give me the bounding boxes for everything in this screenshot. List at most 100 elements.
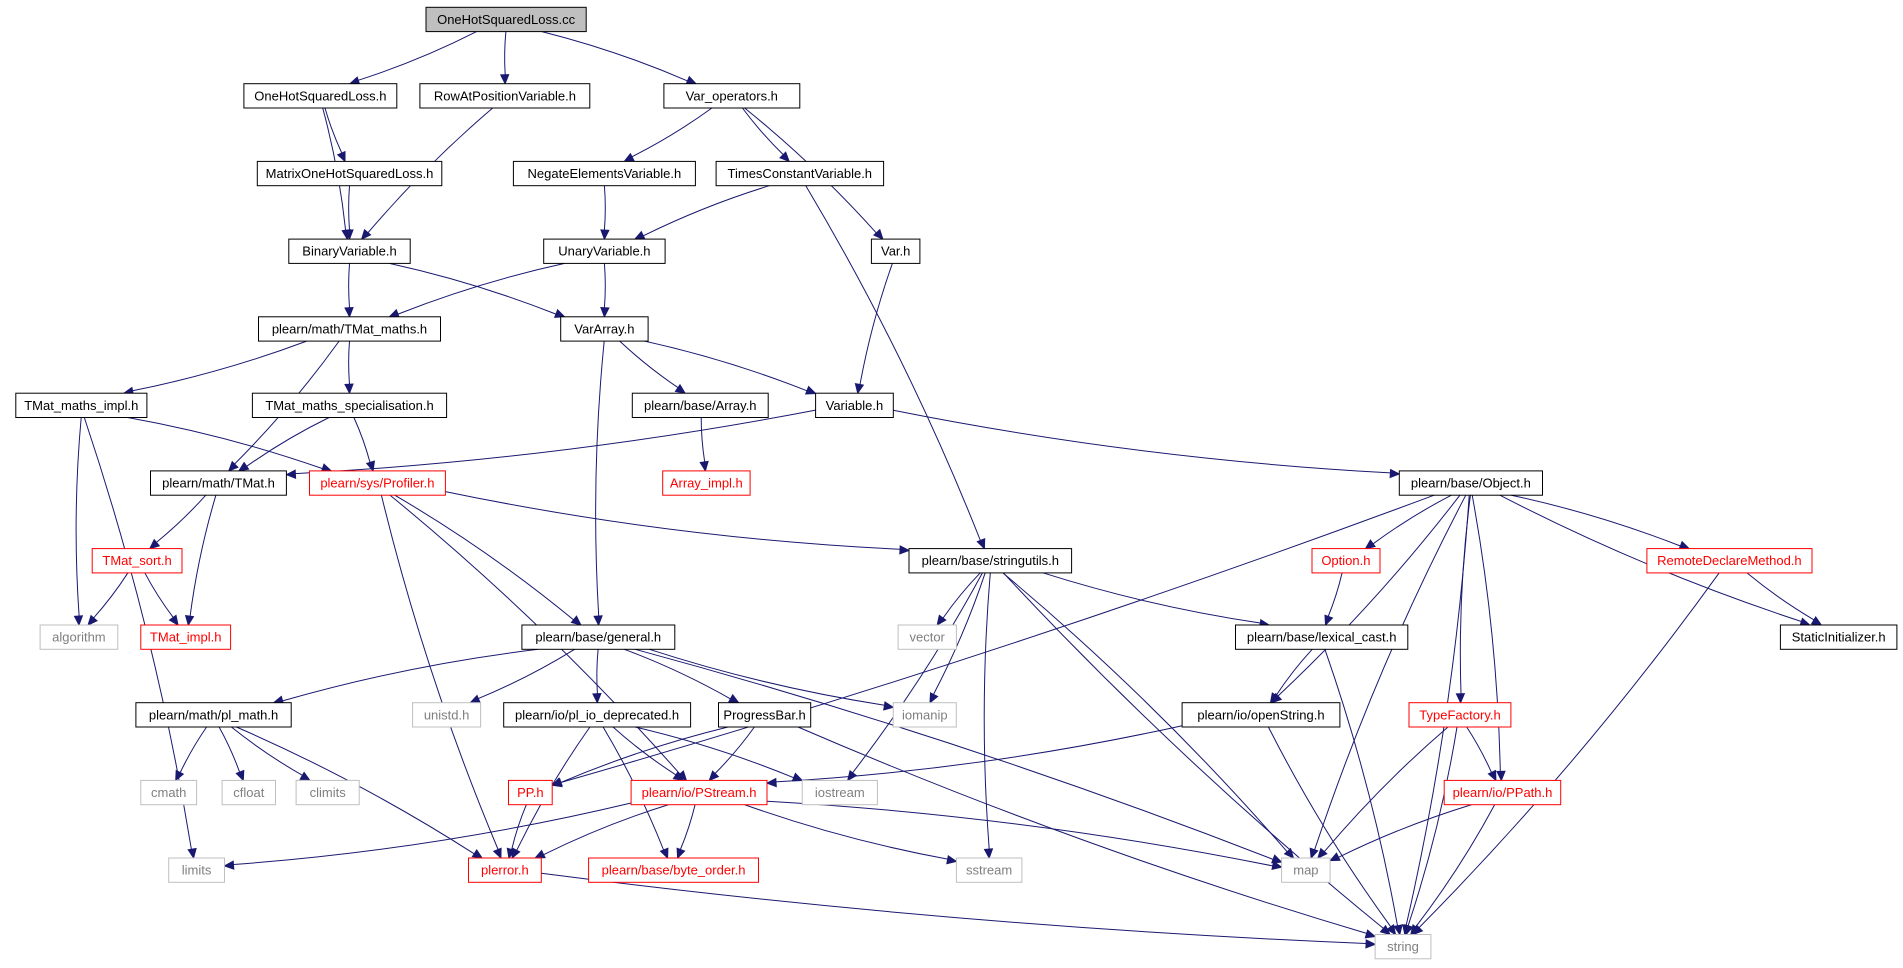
node-box[interactable] (288, 238, 411, 264)
node-general[interactable]: plearn/base/general.h (521, 624, 676, 650)
node-box[interactable] (1779, 624, 1898, 650)
node-box[interactable] (251, 392, 448, 419)
node-box[interactable] (630, 779, 768, 806)
node-box[interactable] (1408, 702, 1512, 728)
node-arrayimpl[interactable]: Array_impl.h (662, 470, 751, 496)
arrowhead-lexicalcast-to-string (1393, 924, 1403, 936)
node-label: plearn/io/pl_io_deprecated.h (515, 707, 679, 722)
node-plmath[interactable]: plearn/math/pl_math.h (135, 702, 292, 728)
node-label: NegateElementsVariable.h (528, 166, 682, 181)
node-timesconst[interactable]: TimesConstantVariable.h (715, 160, 885, 187)
node-box[interactable] (15, 392, 148, 419)
node-negate[interactable]: NegateElementsVariable.h (512, 160, 696, 187)
node-label: UnaryVariable.h (558, 244, 650, 259)
node-profiler[interactable]: plearn/sys/Profiler.h (309, 470, 446, 496)
node-typefactory[interactable]: TypeFactory.h (1408, 702, 1512, 728)
node-byteorder[interactable]: plearn/base/byte_order.h (588, 857, 759, 883)
node-lexicalcast[interactable]: plearn/base/lexical_cast.h (1235, 624, 1409, 650)
node-box[interactable] (908, 548, 1073, 574)
node-label: algorithm (52, 630, 105, 645)
node-box[interactable] (815, 392, 894, 419)
node-box[interactable] (1398, 470, 1544, 496)
node-box[interactable] (135, 702, 292, 728)
node-box[interactable] (560, 316, 649, 342)
node-basearray[interactable]: plearn/base/Array.h (631, 392, 769, 419)
node-box[interactable] (256, 160, 443, 187)
node-box[interactable] (1235, 624, 1409, 650)
node-box[interactable] (870, 238, 921, 264)
edge-ppath-to-map (1338, 804, 1472, 858)
node-tmatimpl[interactable]: TMat_impl.h (140, 624, 232, 650)
node-box[interactable] (1311, 548, 1381, 574)
node-box[interactable] (468, 857, 542, 883)
node-var_h[interactable]: Var.h (870, 238, 921, 264)
edge-plmath-to-cmath (179, 726, 208, 773)
node-box[interactable] (258, 316, 441, 342)
node-box[interactable] (588, 857, 759, 883)
arrowhead-object-to-typefactory (1455, 693, 1466, 704)
edge-general-to-map (635, 648, 1274, 860)
arrowhead-tmatmaths-to-tmat (227, 460, 239, 472)
node-tmatmaths[interactable]: plearn/math/TMat_maths.h (258, 316, 441, 342)
node-object[interactable]: plearn/base/Object.h (1398, 470, 1544, 496)
node-box[interactable] (1646, 548, 1813, 574)
node-box[interactable] (512, 160, 696, 187)
node-box[interactable] (1443, 779, 1562, 806)
edge-object-to-map (1314, 494, 1467, 850)
node-box[interactable] (521, 624, 676, 650)
edge-lexicalcast-to-openstring (1275, 648, 1313, 696)
node-label: StaticInitializer.h (1792, 630, 1886, 645)
node-box (221, 779, 277, 806)
node-openstring[interactable]: plearn/io/openString.h (1181, 702, 1341, 728)
edge-progressbar-to-string (797, 726, 1367, 934)
edge-stringutils-to-map (1002, 572, 1288, 853)
node-box[interactable] (140, 624, 232, 650)
node-matrixohsl[interactable]: MatrixOneHotSquaredLoss.h (256, 160, 443, 187)
node-ioplio[interactable]: plearn/io/pl_io_deprecated.h (503, 702, 692, 728)
edge-remotedecl-to-string (1418, 572, 1720, 928)
node-varops[interactable]: Var_operators.h (663, 83, 801, 109)
node-tmat[interactable]: plearn/math/TMat.h (150, 470, 287, 496)
node-tmatmathsimpl[interactable]: TMat_maths_impl.h (15, 392, 148, 419)
node-plerror[interactable]: plerror.h (468, 857, 542, 883)
node-box[interactable] (508, 779, 553, 806)
node-box[interactable] (718, 702, 812, 728)
node-progressbar[interactable]: ProgressBar.h (718, 702, 812, 728)
node-rowat[interactable]: RowAtPositionVariable.h (419, 83, 591, 109)
arrowhead-openstring-to-pstream (765, 777, 777, 788)
node-vararray[interactable]: VarArray.h (560, 316, 649, 342)
node-box[interactable] (150, 470, 287, 496)
node-box[interactable] (631, 392, 769, 419)
node-box[interactable] (309, 470, 446, 496)
node-box[interactable] (1181, 702, 1341, 728)
node-ppath[interactable]: plearn/io/PPath.h (1443, 779, 1562, 806)
node-remotedecl[interactable]: RemoteDeclareMethod.h (1646, 548, 1813, 574)
node-tmatsort[interactable]: TMat_sort.h (91, 548, 183, 574)
node-tmatspec[interactable]: TMat_maths_specialisation.h (251, 392, 448, 419)
node-box[interactable] (91, 548, 183, 574)
node-box[interactable] (503, 702, 692, 728)
node-box[interactable] (715, 160, 885, 187)
node-box[interactable] (662, 470, 751, 496)
edge-object-to-pp (560, 494, 1435, 783)
node-staticinit[interactable]: StaticInitializer.h (1779, 624, 1898, 650)
arrowhead-ppath-to-map (1329, 852, 1341, 862)
node-box[interactable] (543, 238, 666, 264)
node-stringutils[interactable]: plearn/base/stringutils.h (908, 548, 1073, 574)
node-box[interactable] (419, 83, 591, 109)
node-pp[interactable]: PP.h (508, 779, 553, 806)
node-cfloat: cfloat (221, 779, 277, 806)
node-unaryvar[interactable]: UnaryVariable.h (543, 238, 666, 264)
node-ohsl_h[interactable]: OneHotSquaredLoss.h (243, 83, 398, 109)
node-label: Var_operators.h (686, 88, 778, 103)
arrowhead-pstream-to-sstream (946, 854, 958, 865)
arrowhead-pstream-to-byteorder (676, 847, 686, 860)
node-box[interactable] (663, 83, 801, 109)
node-box[interactable] (243, 83, 398, 109)
node-pstream[interactable]: plearn/io/PStream.h (630, 779, 768, 806)
node-option[interactable]: Option.h (1311, 548, 1381, 574)
edge-openstring-to-pstream (775, 725, 1183, 783)
edge-varops-to-timesconst (741, 107, 784, 155)
node-binvar[interactable]: BinaryVariable.h (288, 238, 411, 264)
node-variable[interactable]: Variable.h (815, 392, 894, 419)
